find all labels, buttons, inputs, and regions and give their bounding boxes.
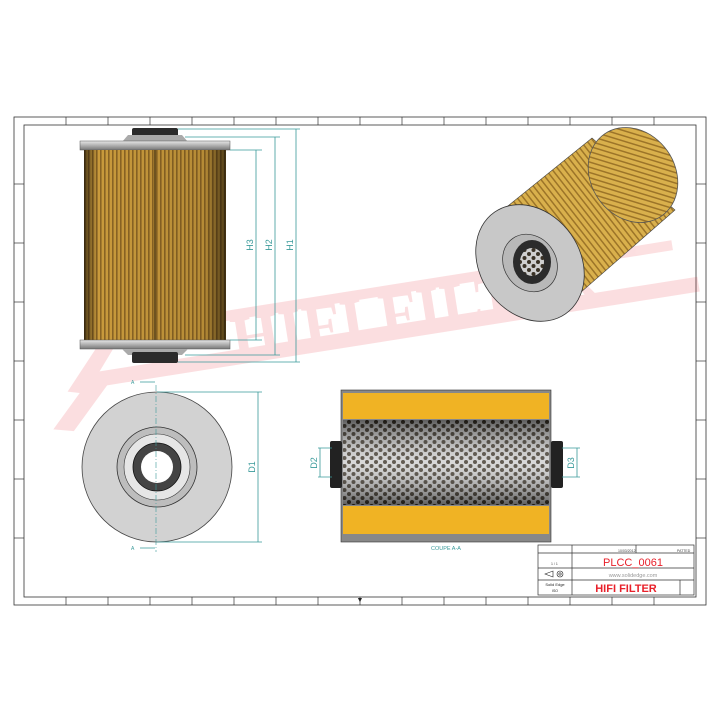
author-value: PATTED xyxy=(677,549,691,553)
sheet-value: 1 / 1 xyxy=(551,562,558,566)
standard: ISO xyxy=(552,589,558,593)
dimension-h2: H2 xyxy=(264,239,274,251)
section-label: COUPE A-A xyxy=(431,546,461,552)
company-name: HIFI FILTER xyxy=(595,583,657,595)
front-view xyxy=(79,128,231,363)
dimension-h3: H3 xyxy=(245,239,255,251)
projection-symbol-icon xyxy=(544,570,564,578)
date-value: 10/03/2012 xyxy=(618,549,636,553)
software-name: Solid Edge xyxy=(545,582,565,587)
part-number: PLCC_0061 xyxy=(603,557,663,569)
dimension-d1: D1 xyxy=(247,461,257,473)
dimension-h1: H1 xyxy=(285,239,295,251)
end-view: D1 A A xyxy=(81,380,262,552)
website: www.solidedge.com xyxy=(608,573,658,579)
section-marker-top: A xyxy=(131,380,135,386)
dimension-d2: D2 xyxy=(309,457,319,469)
title-block: 10/03/2012 PATTED 1 / 1 PLCC_0061 www.so… xyxy=(537,544,695,596)
section-view: D2 D3 COUPE A-A xyxy=(309,389,580,552)
center-mark-icon: ▼ xyxy=(357,597,364,604)
section-marker-bottom: A xyxy=(131,546,135,552)
dimension-d3: D3 xyxy=(566,457,576,469)
height-dimensions: H3 H2 H1 xyxy=(178,128,300,363)
isometric-view xyxy=(475,127,679,322)
